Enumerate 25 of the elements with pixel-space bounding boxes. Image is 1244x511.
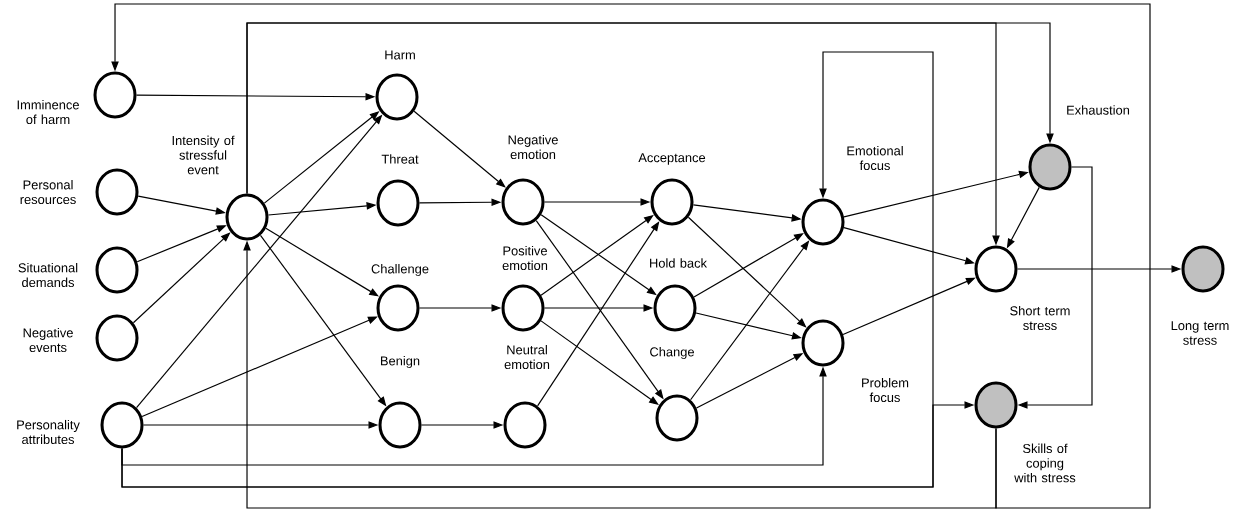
node-label: Negative events <box>23 327 73 353</box>
node-label: Skills of coping with stress <box>1014 443 1076 483</box>
arrow <box>111 3 1151 509</box>
node-label: Imminence of harm <box>17 99 79 125</box>
node-label: Challenge <box>371 264 429 276</box>
node-label: Neutral emotion <box>504 344 550 370</box>
node-label: Problem focus <box>862 377 909 403</box>
node-label: Acceptance <box>638 153 706 165</box>
arrow <box>413 110 506 188</box>
node-label: Short term stress <box>1010 305 1070 331</box>
node-label: Personality attributes <box>17 419 80 445</box>
node-label: Personal resources <box>20 179 76 205</box>
node-label: Harm <box>385 50 415 60</box>
node-label: Threat <box>381 154 419 164</box>
node-label: Intensity of stressful event <box>172 135 235 175</box>
node-label: Hold back <box>650 258 707 268</box>
node-label: Negative emotion <box>508 134 558 160</box>
node-label: Situational demands <box>18 262 78 288</box>
node-label: Benign <box>381 356 420 368</box>
arrow <box>693 233 804 298</box>
node-label: Positive emotion <box>502 245 548 271</box>
node-label: Emotional focus <box>847 145 903 171</box>
node-label: Long term stress <box>1171 321 1229 345</box>
node-label: Change <box>650 347 694 359</box>
node-label: Exhaustion <box>1067 105 1130 115</box>
